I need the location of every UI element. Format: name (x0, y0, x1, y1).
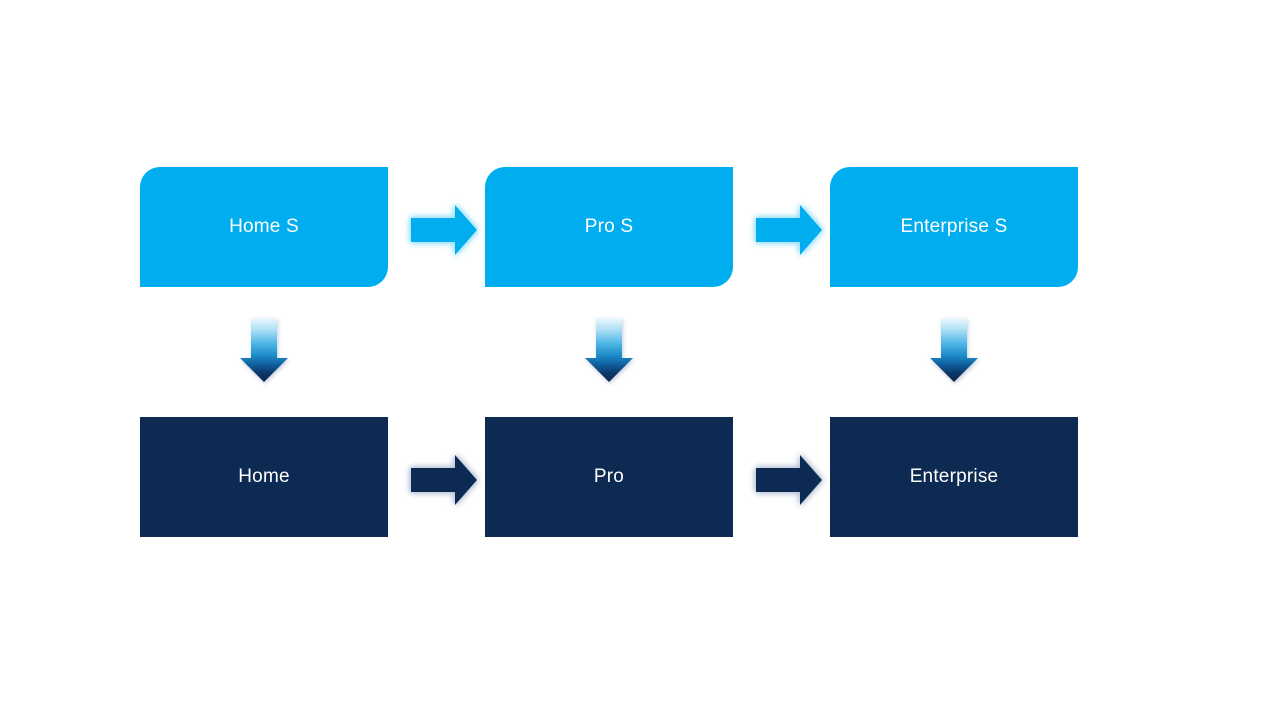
arrow-down-icon (585, 318, 633, 382)
node-enterprise-label: Enterprise (909, 466, 999, 487)
node-home: Home (140, 417, 388, 537)
node-home-s: Home S (140, 167, 388, 287)
node-home-s-label: Home S (229, 216, 299, 237)
arrow-down-icon (240, 318, 288, 382)
arrow-right-icon (756, 455, 822, 505)
node-enterprise-s-label: Enterprise S (900, 216, 1008, 237)
arrow-down-icon (930, 318, 978, 382)
node-enterprise-s: Enterprise S (830, 167, 1078, 287)
arrow-right-icon (756, 205, 822, 255)
node-pro: Pro (485, 417, 733, 537)
node-pro-s: Pro S (485, 167, 733, 287)
node-enterprise: Enterprise (830, 417, 1078, 537)
arrow-right-icon (411, 205, 477, 255)
arrow-right-icon (411, 455, 477, 505)
node-home-label: Home (238, 466, 290, 487)
node-pro-label: Pro (593, 466, 625, 487)
node-pro-s-label: Pro S (584, 216, 634, 237)
